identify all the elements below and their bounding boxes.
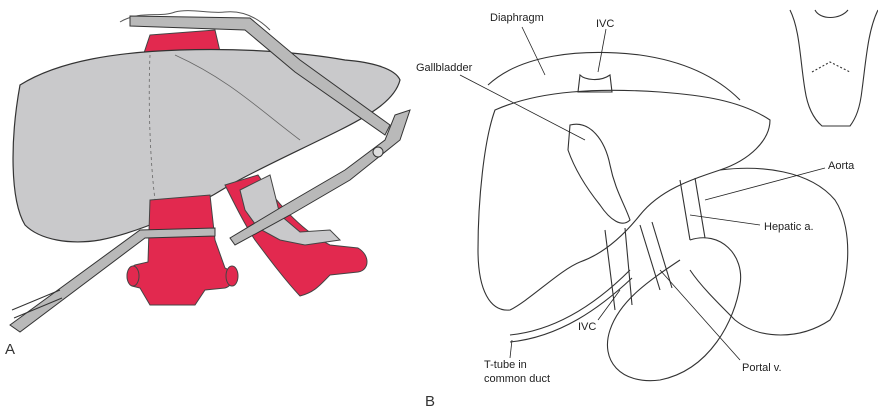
label-hepatic-a: Hepatic a. bbox=[764, 221, 814, 233]
stomach-b bbox=[689, 167, 849, 336]
clamp-lower-grip bbox=[11, 289, 63, 319]
clamp-pivot bbox=[372, 146, 384, 158]
label-portal-v: Portal v. bbox=[742, 362, 782, 374]
duodenum-b bbox=[606, 237, 742, 382]
leader-ivc-top bbox=[597, 28, 607, 73]
leader-diaphragm bbox=[521, 26, 546, 76]
clamp-right bbox=[229, 109, 411, 246]
label-ivc-bottom: IVC bbox=[578, 321, 597, 333]
leader-gallbladder bbox=[459, 74, 586, 141]
diaphragm-edge bbox=[119, 10, 271, 31]
panel-a-illustration bbox=[9, 10, 411, 333]
leader-hepatic-a bbox=[689, 214, 761, 226]
leader-aorta bbox=[704, 167, 826, 201]
panel-label-a: A bbox=[5, 341, 16, 358]
leader-ivc-bottom bbox=[597, 289, 621, 321]
clamp-upper bbox=[129, 15, 391, 136]
liver-lobe-line bbox=[174, 54, 301, 141]
label-gallbladder: Gallbladder bbox=[416, 62, 473, 74]
label-ivc-top: IVC bbox=[596, 18, 615, 30]
ivc-top-b bbox=[577, 73, 613, 93]
label-t-tube-line2: common duct bbox=[484, 373, 551, 385]
clamp-lower bbox=[9, 227, 216, 333]
torso-neck bbox=[814, 9, 849, 19]
label-diaphragm: Diaphragm bbox=[490, 12, 544, 24]
leader-portal-v bbox=[659, 269, 741, 361]
t-tube-b bbox=[509, 269, 633, 343]
liver-a bbox=[12, 48, 401, 243]
diaphragm-b bbox=[487, 51, 741, 101]
torso-inset bbox=[789, 9, 878, 127]
panel-label-b: B bbox=[425, 393, 436, 410]
label-aorta: Aorta bbox=[828, 160, 855, 172]
leader-lines bbox=[459, 26, 826, 361]
aorta-b bbox=[679, 177, 706, 241]
ivc-branch-left bbox=[126, 265, 140, 287]
ivc-bottom-b bbox=[604, 227, 633, 311]
label-t-tube-line1: T-tube in bbox=[484, 359, 527, 371]
gallbladder-b bbox=[567, 123, 631, 224]
liver-b bbox=[477, 89, 771, 311]
liver-fissure bbox=[148, 54, 156, 201]
portal-vein-b bbox=[639, 221, 673, 291]
ivc-branch-right bbox=[225, 265, 239, 287]
leader-t-tube bbox=[509, 339, 513, 359]
panel-b-illustration bbox=[477, 9, 878, 382]
torso-incision bbox=[811, 61, 851, 73]
